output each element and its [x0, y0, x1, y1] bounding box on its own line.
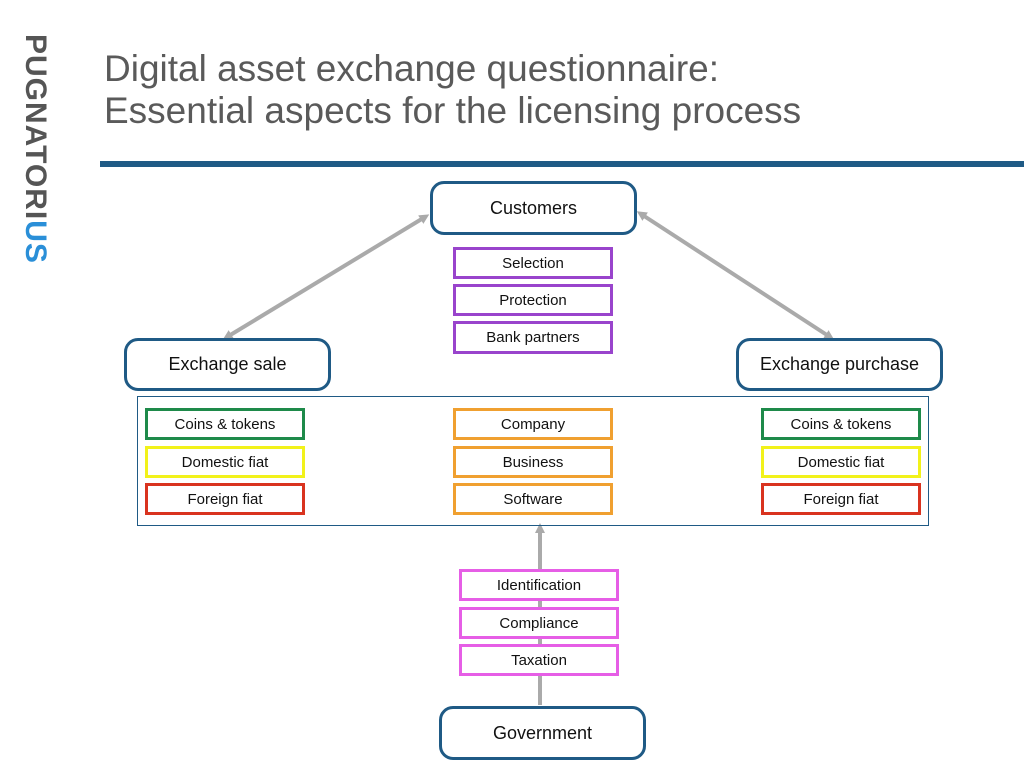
- company-aspect-business: Business: [453, 446, 613, 478]
- government-label: Government: [492, 722, 593, 743]
- government-aspect-compliance: Compliance: [459, 607, 619, 639]
- company-aspect-label: Software: [503, 490, 563, 508]
- sale-asset-foreign-fiat: Foreign fiat: [145, 483, 305, 515]
- customer-aspect-label: Selection: [502, 254, 564, 272]
- company-aspect-company: Company: [453, 408, 613, 440]
- sale-asset-coins-tokens: Coins & tokens: [145, 408, 305, 440]
- purchase-asset-label: Domestic fiat: [797, 453, 885, 471]
- sale-asset-label: Coins & tokens: [174, 415, 276, 433]
- government-aspect-taxation: Taxation: [459, 644, 619, 676]
- exchange-sale-label: Exchange sale: [168, 354, 287, 374]
- customers-label: Customers: [489, 197, 578, 218]
- slide-title-line-1: Digital asset exchange questionnaire:: [104, 48, 719, 89]
- company-aspect-label: Business: [502, 453, 564, 471]
- customer-aspect-selection: Selection: [453, 247, 613, 279]
- arrow-customers-exchange-purchase: [636, 211, 835, 340]
- company-aspect-software: Software: [453, 483, 613, 515]
- title-divider: [100, 161, 1024, 167]
- brand-wordmark: PUGNATORIUS: [22, 34, 52, 264]
- government-node: Government: [439, 706, 646, 760]
- company-aspect-label: Company: [500, 415, 566, 433]
- customers-node: Customers: [430, 181, 637, 235]
- purchase-asset-domestic-fiat: Domestic fiat: [761, 446, 921, 478]
- customer-aspect-bank-partners: Bank partners: [453, 321, 613, 354]
- purchase-asset-label: Foreign fiat: [803, 490, 879, 508]
- government-aspect-identification: Identification: [459, 569, 619, 601]
- sale-asset-label: Foreign fiat: [187, 490, 263, 508]
- customer-aspect-label: Protection: [499, 291, 567, 309]
- government-aspect-label: Identification: [496, 576, 582, 594]
- government-aspect-label: Taxation: [511, 651, 567, 669]
- exchange-sale-node: Exchange sale: [124, 338, 331, 391]
- purchase-asset-label: Coins & tokens: [790, 415, 892, 433]
- arrow-customers-exchange-sale: [222, 214, 430, 340]
- customer-aspect-label: Bank partners: [486, 329, 580, 346]
- pugnatorius-logo: PUGNATORIUS: [22, 34, 52, 264]
- purchase-asset-foreign-fiat: Foreign fiat: [761, 483, 921, 515]
- exchange-panel: [137, 396, 929, 526]
- sale-asset-label: Domestic fiat: [181, 453, 269, 471]
- purchase-asset-coins-tokens: Coins & tokens: [761, 408, 921, 440]
- exchange-purchase-node: Exchange purchase: [736, 338, 943, 391]
- government-aspect-label: Compliance: [499, 614, 579, 632]
- exchange-purchase-label: Exchange purchase: [759, 354, 920, 374]
- slide-title: Digital asset exchange questionnaire: Es…: [104, 48, 1004, 132]
- slide-title-line-2: Essential aspects for the licensing proc…: [104, 90, 802, 131]
- customer-aspect-protection: Protection: [453, 284, 613, 316]
- sale-asset-domestic-fiat: Domestic fiat: [145, 446, 305, 478]
